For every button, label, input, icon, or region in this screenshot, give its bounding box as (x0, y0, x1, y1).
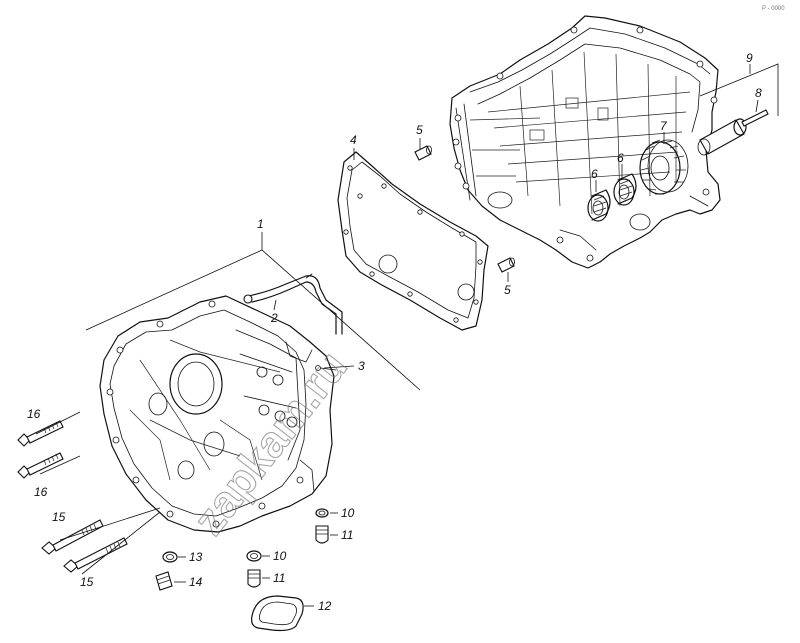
washer-10-lower (246, 550, 262, 562)
pin (741, 109, 769, 127)
callout-14: 14 (189, 575, 203, 589)
fitting (315, 365, 337, 371)
leader-lines (35, 63, 779, 607)
gear (639, 139, 689, 195)
plug-11-lower (247, 569, 261, 588)
callout-11a: 11 (341, 528, 353, 542)
callout-16a: 16 (27, 407, 41, 421)
needle-bearing-left (587, 189, 611, 222)
bolt-15-lower (63, 537, 128, 573)
dowel-pin-lower (497, 257, 515, 273)
callout-11b: 11 (273, 571, 285, 585)
callout-10a: 10 (341, 506, 355, 520)
callout-15b: 15 (80, 575, 94, 589)
washer-10-upper (315, 508, 329, 518)
washer-13 (162, 551, 178, 563)
callout-16b: 16 (34, 485, 48, 499)
callout-4: 4 (350, 133, 357, 147)
cover-plate-12 (251, 595, 304, 632)
callout-labels: 1 2 3 4 5 5 6 6 7 8 9 10 10 11 11 12 13 … (27, 51, 762, 613)
bolt-16-upper (17, 420, 64, 447)
callout-13: 13 (189, 550, 203, 564)
gearbox-housing (449, 15, 721, 269)
callout-5a: 5 (416, 123, 423, 137)
callout-1: 1 (257, 217, 264, 231)
callout-5b: 5 (504, 283, 511, 297)
callout-9: 9 (746, 51, 753, 65)
tube (243, 273, 343, 335)
watermark: zapkam.ru (184, 342, 357, 544)
callout-3: 3 (358, 359, 365, 373)
plug-11-upper (315, 525, 329, 544)
callout-8: 8 (755, 86, 762, 100)
gasket (337, 151, 489, 331)
clutch-housing (99, 295, 335, 533)
callout-7: 7 (660, 119, 668, 133)
dowel-pin-upper (414, 145, 432, 161)
bolt-16-lower (17, 452, 64, 479)
shaft-sleeve (697, 118, 747, 156)
callout-2: 2 (270, 311, 278, 325)
plug-14 (155, 571, 173, 591)
callout-6b: 6 (617, 151, 624, 165)
callout-15a: 15 (52, 510, 66, 524)
needle-bearing-right (613, 173, 637, 206)
callout-6a: 6 (591, 167, 598, 181)
bolt-15-upper (41, 519, 104, 555)
callout-12: 12 (318, 599, 332, 613)
callout-10b: 10 (273, 549, 287, 563)
corner-mark: P - 0000 (762, 6, 785, 12)
